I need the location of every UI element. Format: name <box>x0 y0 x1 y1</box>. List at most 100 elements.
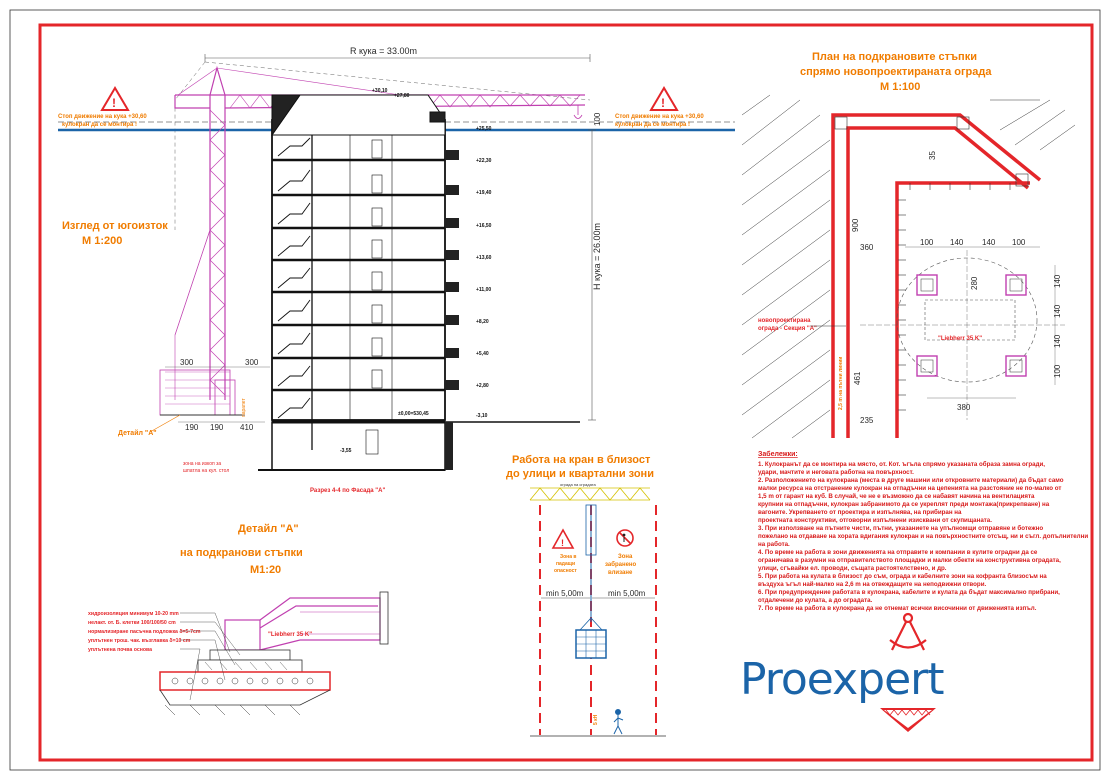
dim-410: 410 <box>240 423 254 432</box>
level-tag: +2,80 <box>476 383 489 389</box>
svg-text:!: ! <box>561 538 564 548</box>
plan-hatching <box>741 94 1076 439</box>
work-zone-view: Работа на кран в близост до улици и квар… <box>506 454 666 737</box>
detail-title-2: на подкранови стъпки <box>180 547 303 559</box>
excavation-note-2: шпатла на кул. стол <box>183 468 229 474</box>
work-zone-jib <box>529 487 651 501</box>
crane-pads <box>916 274 1027 377</box>
dim-r140b: 140 <box>1053 304 1062 318</box>
dim-300a: 300 <box>180 358 194 367</box>
crane-top-1: +30,10 <box>372 88 388 94</box>
plan-scale: М 1:100 <box>880 81 920 93</box>
plan-title-2: спрямо новопроектираната ограда <box>800 66 992 78</box>
fence-label-1: новопроектирана <box>758 318 811 324</box>
note-line: 6. При предупреждение работата в кулокра… <box>758 589 1060 596</box>
plan-vertical-label: 2,5 m на пътни линии <box>838 357 844 410</box>
dim-190b: 190 <box>210 423 224 432</box>
level-tag: +11,00 <box>476 287 491 293</box>
dim-360: 360 <box>860 243 874 252</box>
dim-35: 35 <box>928 151 937 160</box>
level-tag: +13,60 <box>476 255 492 261</box>
plan-view: План на подкрановите стъпки спрямо новоп… <box>741 51 1076 439</box>
note-line: улици, сгъвайки ел. проводи, същата раст… <box>758 565 947 572</box>
dim-100: 100 <box>593 112 602 126</box>
note-line: 1. Кулокранът да се монтира на място, от… <box>758 461 1045 468</box>
danger-sign-icon <box>551 528 575 549</box>
no-passage-1: Зона <box>618 554 633 560</box>
section-caption: Разрез 4-4 по Фасада "А" <box>310 488 385 494</box>
sand-layer <box>197 659 303 673</box>
note-line: отдалечени до кулата, а до оградата. <box>758 597 873 604</box>
height-label: H кука = 26.00m <box>592 223 602 290</box>
elevation-view: R кука = 33.00m 100 ! Стоп движение на к… <box>58 46 735 494</box>
fence-line <box>831 113 1042 438</box>
radius-label: R кука = 33.00m <box>350 46 417 56</box>
detail-crane <box>224 591 389 651</box>
danger-text-3: опасност <box>554 568 577 574</box>
dim-r140c: 140 <box>1053 334 1062 348</box>
detail-legend: хидроизоляция минимум 10-20 mm нелакт. о… <box>88 611 241 701</box>
level-tag: +16,50 <box>476 223 492 229</box>
warning-left-text-2: кулокран да се монтира ! <box>62 122 137 128</box>
note-line: 7. По време на работа в кулокрана да не … <box>758 605 1037 612</box>
warning-sign-right: ! <box>649 86 679 111</box>
detail-a-view: Детайл "А" на подкранови стъпки М1:20 "L… <box>88 523 389 716</box>
note-line: вагоните. Укрепването от проектира и изп… <box>758 509 962 516</box>
fence-top-label: ограда на сградата <box>560 482 597 487</box>
concrete-pad <box>209 649 291 661</box>
fence-column <box>956 116 970 130</box>
work-zone-title-2: до улици и квартални зони <box>506 468 654 480</box>
elevation-scale: М 1:200 <box>82 235 122 247</box>
notes-block: Забележки: 1. Кулокранът да се монтира н… <box>758 450 1088 612</box>
note-line: на работа. <box>758 541 790 548</box>
proexpert-logo: Proexpert <box>740 612 945 732</box>
dim-140a: 140 <box>950 238 964 247</box>
dim-280: 280 <box>970 276 979 290</box>
detail-a-callout: Детайл "А" <box>118 429 157 437</box>
dim-380: 380 <box>957 403 971 412</box>
note-line: въздуха ъгъл най-малко на 2,6 m на отвеж… <box>758 581 987 588</box>
level-tag: +19,40 <box>476 190 492 196</box>
no-passage-2: забранено <box>605 561 637 568</box>
notes-title: Забележки: <box>758 450 798 458</box>
dim-r140: 140 <box>1053 274 1062 288</box>
level-tag: -3,55 <box>340 448 352 454</box>
level-tag: +8,20 <box>476 319 489 325</box>
fence-column <box>834 116 848 130</box>
detail-scale: М1:20 <box>250 564 281 576</box>
note-line: удари, мачтите и неговата работна на пов… <box>758 469 914 476</box>
fence-column <box>1015 173 1029 187</box>
crane-body-outline <box>924 299 1016 341</box>
detail-crane-label: "Liebherr 35 K" <box>268 632 312 638</box>
legend-line: нелакт. от. Б. клетки 100/100/50 cm <box>88 620 176 626</box>
svg-text:!: ! <box>112 96 116 110</box>
plan-ticks <box>898 183 1011 411</box>
legend-line: уплътнен трош. чак. възглавка δ=10 cm <box>88 638 191 644</box>
rope-label: 5 кН <box>593 714 599 725</box>
level-tag: -3,10 <box>476 413 488 419</box>
warning-sign-left: ! <box>100 86 130 111</box>
logo-text: Proexpert <box>740 654 944 705</box>
gravel-layer <box>159 671 331 691</box>
crane-top-2: +27,80 <box>394 93 410 99</box>
danger-text-1: Зона в <box>560 554 576 560</box>
note-line: проектната конструктиви, отговорни изпъл… <box>758 517 992 524</box>
no-entry-icon <box>616 529 634 547</box>
dim-300b: 300 <box>245 358 259 367</box>
level-tags: +25,50 +22,30 +19,40 +16,50 +13,60 +11,0… <box>340 126 492 454</box>
dim-100b: 100 <box>1012 238 1026 247</box>
note-line: 5. При работа на кулата в близост до съм… <box>758 573 1047 580</box>
dim-461: 461 <box>853 371 862 385</box>
dim-140b: 140 <box>982 238 996 247</box>
worker-icon <box>613 709 624 735</box>
note-line: крупнии на отпадъчни, кулокран забранимо… <box>758 501 1050 508</box>
outer-border <box>9 9 1101 771</box>
level-tag: +5,40 <box>476 351 489 357</box>
level-tag: +22,30 <box>476 158 492 164</box>
legend-line: уплътнена почва основа <box>88 647 152 653</box>
note-line: ограничава в разумни на отправителството… <box>758 557 1061 564</box>
dim-900: 900 <box>851 218 860 232</box>
fence-label-2: ограда - Секция "А" <box>758 326 817 332</box>
excavation-note-1: зона на изкоп за <box>183 461 221 467</box>
